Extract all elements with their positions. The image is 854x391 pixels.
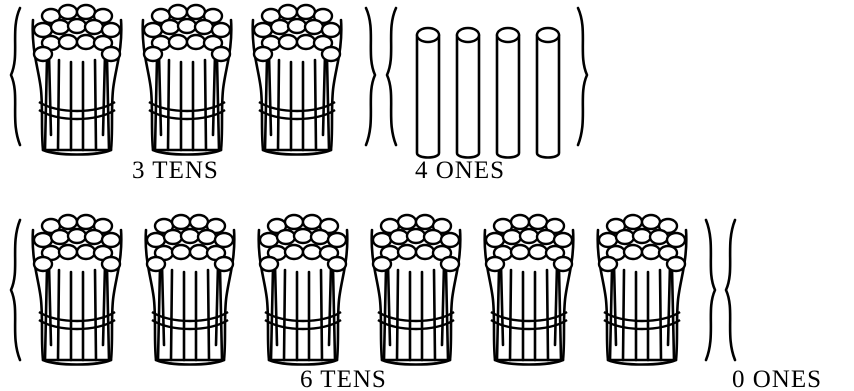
ten-bundle — [485, 215, 574, 365]
tens-label: 3 TENS — [132, 157, 219, 184]
tens-right-brace — [366, 8, 375, 145]
ones-left-brace — [387, 8, 396, 145]
ten-bundle — [33, 5, 122, 155]
ones-label: 4 ONES — [415, 157, 505, 184]
tens-label: 6 TENS — [300, 366, 387, 391]
row-1-group: 3 TENS 4 ONES — [11, 5, 587, 184]
ten-bundle — [598, 215, 687, 365]
one-rod — [417, 28, 439, 158]
one-rod — [537, 28, 559, 158]
ones-right-brace — [578, 8, 587, 145]
ten-bundle — [146, 215, 235, 365]
tens-right-brace — [706, 220, 715, 360]
one-rod — [497, 28, 519, 158]
ten-bundle — [259, 215, 348, 365]
ones-label: 0 ONES — [732, 366, 822, 391]
tens-bundles — [33, 5, 342, 155]
ones-left-brace — [726, 220, 735, 360]
tens-bundles — [33, 215, 687, 365]
left-brace — [11, 220, 20, 360]
ones-rods — [417, 28, 559, 158]
left-brace — [11, 8, 20, 145]
one-rod — [457, 28, 479, 158]
ten-bundle — [33, 215, 122, 365]
ten-bundle — [253, 5, 342, 155]
ten-bundle — [143, 5, 232, 155]
row-2-group: 6 TENS 0 ONES — [11, 215, 822, 391]
ten-bundle — [372, 215, 461, 365]
